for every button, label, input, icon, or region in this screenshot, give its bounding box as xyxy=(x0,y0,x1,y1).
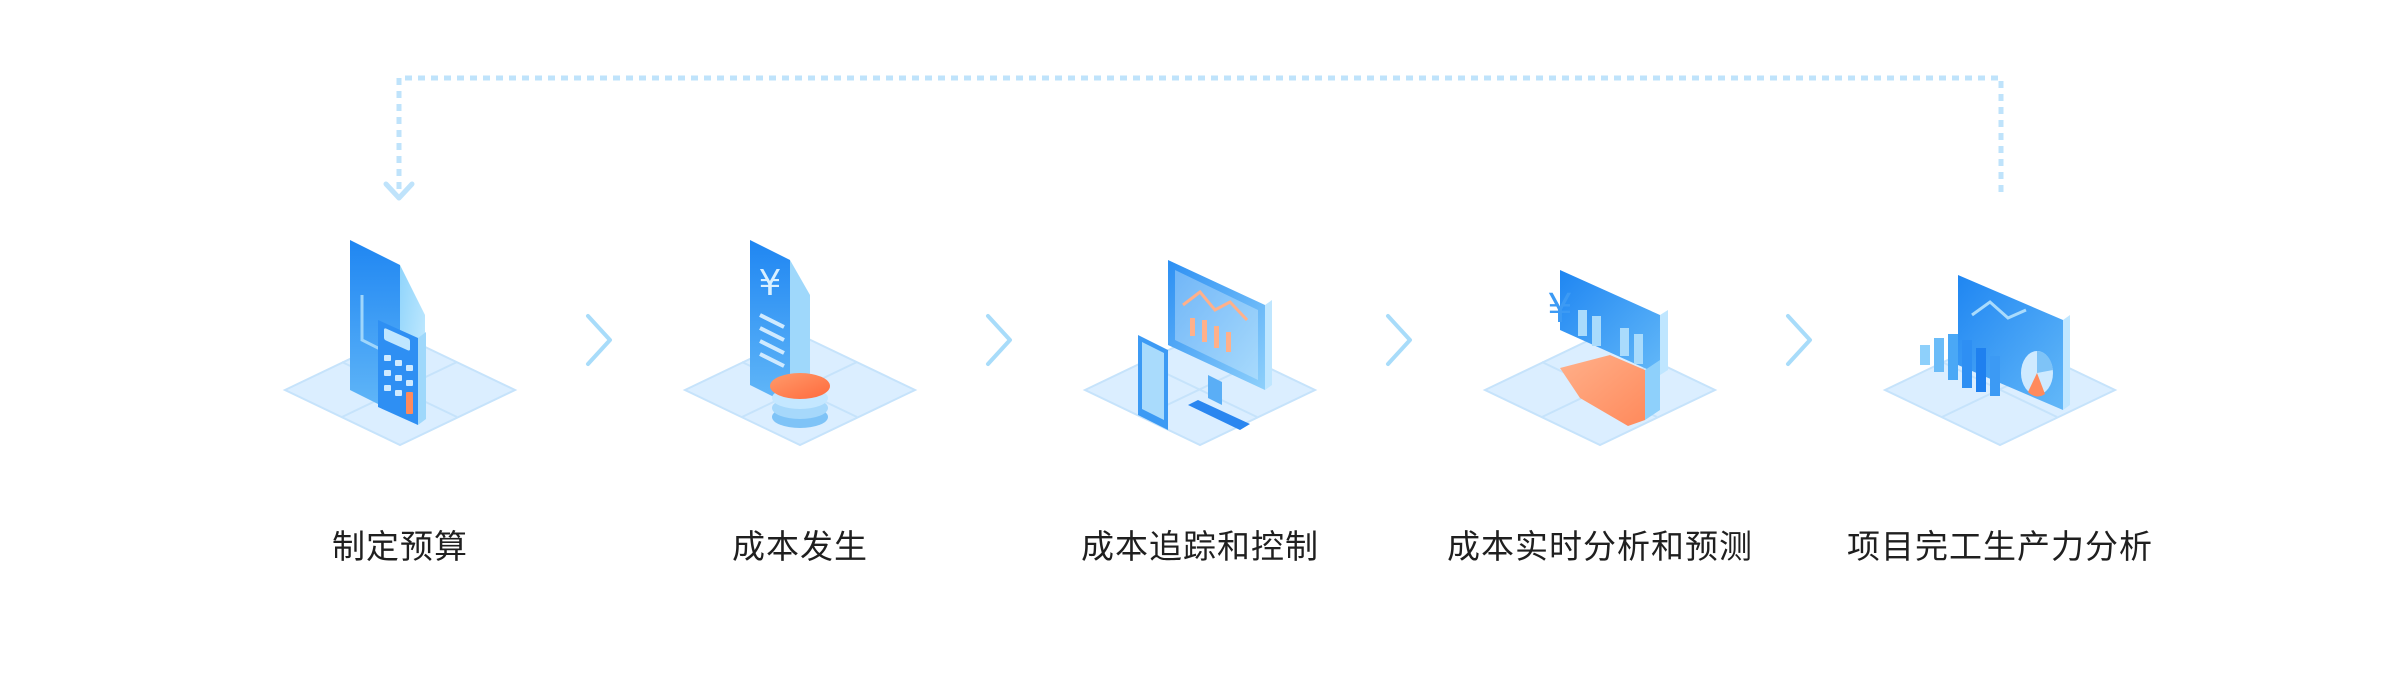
yen-document-coins-icon: ¥ xyxy=(682,240,918,447)
chevron-right-icon xyxy=(1786,314,1812,366)
step-label: 项目完工生产力分析 xyxy=(1847,527,2153,566)
dotted-loop-arrow-icon xyxy=(383,75,2004,201)
bar-pie-dashboard-icon xyxy=(1882,275,2118,447)
svg-text:¥: ¥ xyxy=(759,263,782,304)
calculator-document-icon xyxy=(282,240,518,447)
chevron-right-icon xyxy=(586,314,612,366)
svg-text:¥: ¥ xyxy=(1547,286,1572,332)
step-label: 成本追踪和控制 xyxy=(1081,527,1319,566)
chevron-right-icon xyxy=(986,314,1012,366)
step-label: 成本发生 xyxy=(732,527,868,566)
monitor-phone-chart-icon xyxy=(1082,260,1318,447)
step-5: 项目完工生产力分析 xyxy=(1847,220,2152,580)
step-label: 制定预算 xyxy=(332,527,468,566)
step-2: ¥ 成本发生 xyxy=(650,220,950,580)
step-3: 成本追踪和控制 xyxy=(1050,220,1350,580)
yen-board-chart-icon: ¥ xyxy=(1482,270,1718,447)
step-1: 制定预算 xyxy=(250,220,550,580)
step-label: 成本实时分析和预测 xyxy=(1447,527,1753,566)
chevron-right-icon xyxy=(1386,314,1412,366)
step-4: ¥ 成本实时分析和预测 xyxy=(1447,220,1752,580)
